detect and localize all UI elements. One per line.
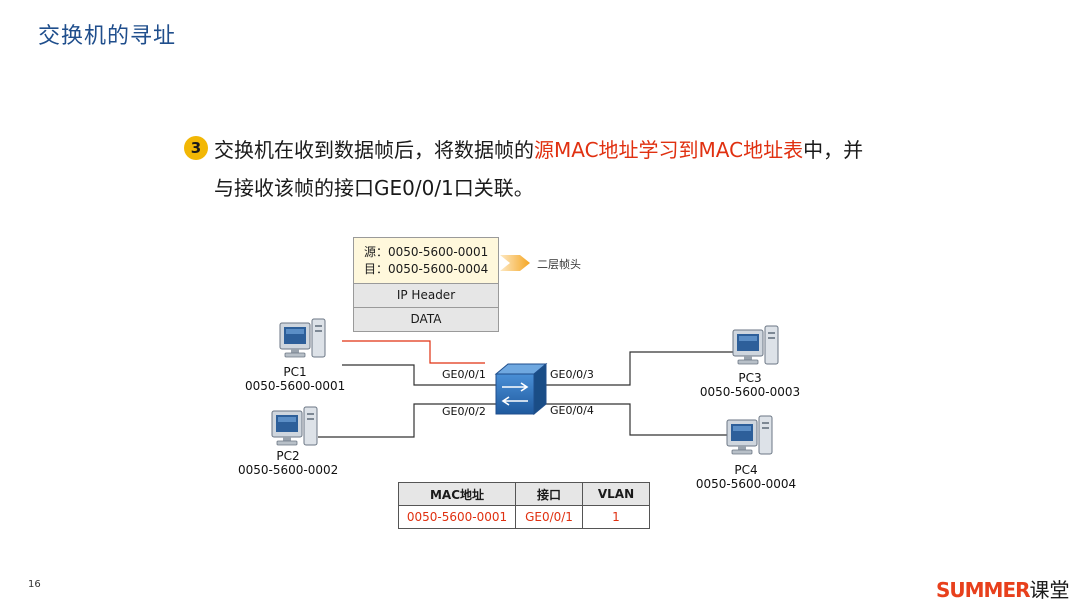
description-text-end: 中，并 (803, 138, 864, 162)
pc3-computer-icon (732, 325, 779, 365)
frame-structure: 源：0050-5600-0001 目：0050-5600-0004 IP Hea… (353, 237, 499, 332)
pc2-computer-icon (271, 406, 318, 446)
mac-table-header-row: MAC地址 接口 VLAN (398, 482, 650, 506)
description-text: 交换机在收到数据帧后，将数据帧的 (214, 138, 534, 162)
mac-address-table: MAC地址 接口 VLAN 0050-5600-0001 GE0/0/1 1 (398, 482, 650, 529)
switch-icon (494, 362, 548, 416)
pc1-computer-icon (279, 318, 326, 358)
step-number-badge: 3 (184, 136, 208, 160)
page-title: 交换机的寻址 (38, 24, 177, 49)
frame-data: DATA (354, 308, 498, 331)
pc3-label: PC3 0050-5600-0003 (698, 371, 802, 399)
brand-logo: SUMMER课堂 (936, 574, 1070, 603)
brand-latin: SUMMER (936, 578, 1031, 602)
pc2-mac: 0050-5600-0002 (238, 463, 339, 477)
port-ge0-0-3: GE0/0/3 (550, 368, 594, 381)
description-line-1: 交换机在收到数据帧后，将数据帧的源MAC地址学习到MAC地址表中，并 (214, 134, 863, 163)
mac-table-cell-port: GE0/0/1 (515, 505, 583, 529)
frame-source-mac: 源：0050-5600-0001 (364, 245, 489, 259)
port-ge0-0-2: GE0/0/2 (442, 405, 486, 418)
pc1-label: PC1 0050-5600-0001 (245, 365, 345, 393)
frame-header-label: 二层帧头 (537, 258, 581, 271)
pc2-label: PC2 0050-5600-0002 (238, 449, 338, 477)
table-row: 0050-5600-0001 GE0/0/1 1 (398, 505, 650, 529)
page-number: 16 (28, 579, 41, 590)
brand-cn: 课堂 (1029, 578, 1070, 602)
frame-header-arrow (500, 255, 530, 271)
pc4-name: PC4 (734, 463, 758, 477)
mac-table-header-port: 接口 (515, 482, 583, 506)
pc4-label: PC4 0050-5600-0004 (694, 463, 798, 491)
port-ge0-0-1: GE0/0/1 (442, 368, 486, 381)
pc4-computer-icon (726, 415, 773, 455)
mac-table-header-vlan: VLAN (582, 482, 650, 506)
frame-dest-mac: 目：0050-5600-0004 (364, 262, 489, 276)
description-highlight: 源MAC地址学习到MAC地址表 (534, 138, 804, 162)
frame-l2-header: 源：0050-5600-0001 目：0050-5600-0004 (354, 238, 498, 284)
pc1-name: PC1 (283, 365, 307, 379)
pc3-name: PC3 (738, 371, 762, 385)
port-ge0-0-4: GE0/0/4 (550, 404, 594, 417)
pc1-mac: 0050-5600-0001 (245, 379, 346, 393)
mac-table-header-mac: MAC地址 (398, 482, 516, 506)
description-line-2: 与接收该帧的接口GE0/0/1口关联。 (214, 176, 534, 200)
frame-ip-header: IP Header (354, 284, 498, 308)
link-pc1-highlight (342, 340, 485, 364)
mac-table-cell-vlan: 1 (582, 505, 650, 529)
mac-table-cell-mac: 0050-5600-0001 (398, 505, 516, 529)
pc4-mac: 0050-5600-0004 (695, 477, 797, 491)
pc2-name: PC2 (276, 449, 300, 463)
pc3-mac: 0050-5600-0003 (699, 385, 801, 399)
